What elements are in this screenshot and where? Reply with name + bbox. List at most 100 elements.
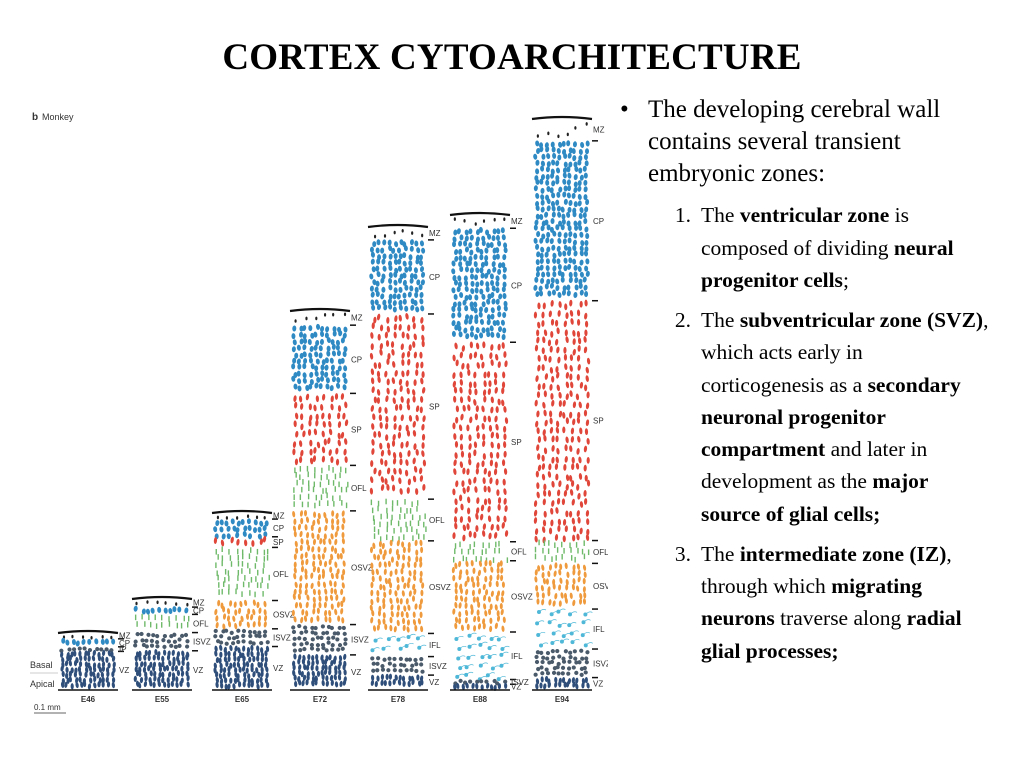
- cp-cell: [536, 266, 541, 273]
- sp-cell: [579, 527, 583, 535]
- cp-cell: [308, 325, 313, 332]
- sp-cell: [549, 384, 553, 391]
- vz-cell: [161, 671, 165, 678]
- zone-label: CP: [351, 355, 362, 364]
- cp-cell: [297, 378, 302, 385]
- vz-cell: [294, 680, 298, 688]
- sp-cell: [300, 403, 304, 410]
- sp-cell: [487, 470, 492, 478]
- cp-cell: [535, 271, 540, 278]
- cp-cell: [540, 160, 545, 167]
- cp-cell: [535, 213, 540, 220]
- vz-cell: [342, 664, 346, 671]
- zone-label: ISVZ: [429, 662, 447, 671]
- cp-cell: [535, 205, 540, 212]
- column-age-label: E65: [235, 695, 250, 704]
- cp-cell: [562, 191, 567, 198]
- osvz-cell: [483, 603, 487, 610]
- cp-cell: [585, 148, 590, 155]
- sp-cell: [558, 301, 562, 308]
- osvz-cell: [295, 547, 299, 554]
- osvz-cell: [316, 533, 320, 541]
- vz-cell: [143, 661, 147, 668]
- osvz-cell: [407, 555, 411, 562]
- osvz-cell: [477, 569, 481, 577]
- cp-cell: [332, 330, 337, 337]
- sp-cell: [564, 455, 568, 463]
- sp-cell: [473, 381, 477, 389]
- sp-cell: [501, 387, 505, 395]
- sp-cell: [583, 490, 587, 497]
- cp-cell: [552, 230, 557, 237]
- isvz-cell: [370, 656, 375, 661]
- sp-cell: [551, 445, 555, 452]
- sp-cell: [555, 338, 559, 346]
- vz-cell: [215, 677, 219, 684]
- isvz-cell: [155, 634, 160, 639]
- isvz-cell: [560, 671, 565, 676]
- sp-cell: [577, 344, 581, 352]
- cp-cell: [562, 250, 567, 257]
- cp-cell: [246, 518, 251, 525]
- cp-cell: [157, 606, 162, 613]
- sp-cell: [468, 381, 473, 389]
- mz-cell: [503, 217, 506, 222]
- sp-cell: [561, 498, 566, 506]
- sp-cell: [565, 336, 569, 344]
- sp-cell: [548, 463, 552, 471]
- cp-cell: [585, 270, 590, 277]
- vz-cell: [101, 661, 106, 668]
- intro-bullet: • The developing cerebral wall contains …: [620, 94, 1000, 189]
- vz-cell: [149, 680, 153, 687]
- isvz-cell: [409, 667, 414, 673]
- ifl-process: [375, 637, 383, 641]
- ifl-process: [537, 631, 546, 636]
- cp-cell: [219, 519, 224, 526]
- cp-cell: [566, 179, 571, 186]
- osvz-cell: [413, 569, 417, 576]
- species-label: Monkey: [42, 112, 74, 122]
- cp-cell: [393, 258, 398, 265]
- osv-cell: [582, 564, 587, 571]
- vz-cell: [265, 666, 269, 673]
- sp-cell: [571, 480, 575, 487]
- osvz-cell: [306, 594, 310, 601]
- cp-cell: [574, 284, 579, 291]
- isvz-cell: [387, 656, 392, 661]
- osvz-cell: [321, 553, 325, 560]
- sp-cell: [467, 515, 471, 523]
- isvz-cell: [321, 631, 326, 636]
- osvz-cell: [305, 558, 309, 566]
- mz-cell: [294, 319, 297, 323]
- cp-cell: [392, 293, 397, 300]
- osv-cell: [572, 564, 576, 571]
- mz-cell: [463, 219, 466, 223]
- bullet-dot-icon: •: [620, 96, 629, 123]
- isvz-cell: [313, 631, 318, 636]
- ifl-process: [466, 664, 474, 668]
- zone-label: OSVZ: [351, 564, 373, 573]
- isvz-cell: [419, 657, 424, 662]
- vz-cell: [93, 682, 97, 689]
- vz-cell: [323, 668, 328, 675]
- cp-cell: [486, 314, 491, 321]
- cp-cell: [330, 364, 335, 371]
- osvz-cell: [341, 582, 345, 589]
- osvz-cell: [312, 560, 316, 567]
- sp-cell: [483, 415, 487, 423]
- cp-cell: [376, 304, 382, 311]
- osvz-cell: [452, 608, 456, 615]
- vz-cell: [305, 664, 310, 671]
- vz-cell: [110, 651, 114, 658]
- vz-cell: [247, 673, 251, 680]
- cp-cell: [392, 300, 397, 307]
- vz-cell: [174, 665, 178, 672]
- vz-cell: [328, 669, 332, 676]
- vz-cell: [307, 659, 311, 666]
- sp-cell: [535, 420, 539, 428]
- vz-cell: [330, 660, 334, 667]
- osvz-cell: [370, 598, 374, 606]
- isvz-cell: [540, 671, 545, 676]
- sp-cell: [473, 531, 477, 539]
- osvz-cell: [383, 561, 387, 568]
